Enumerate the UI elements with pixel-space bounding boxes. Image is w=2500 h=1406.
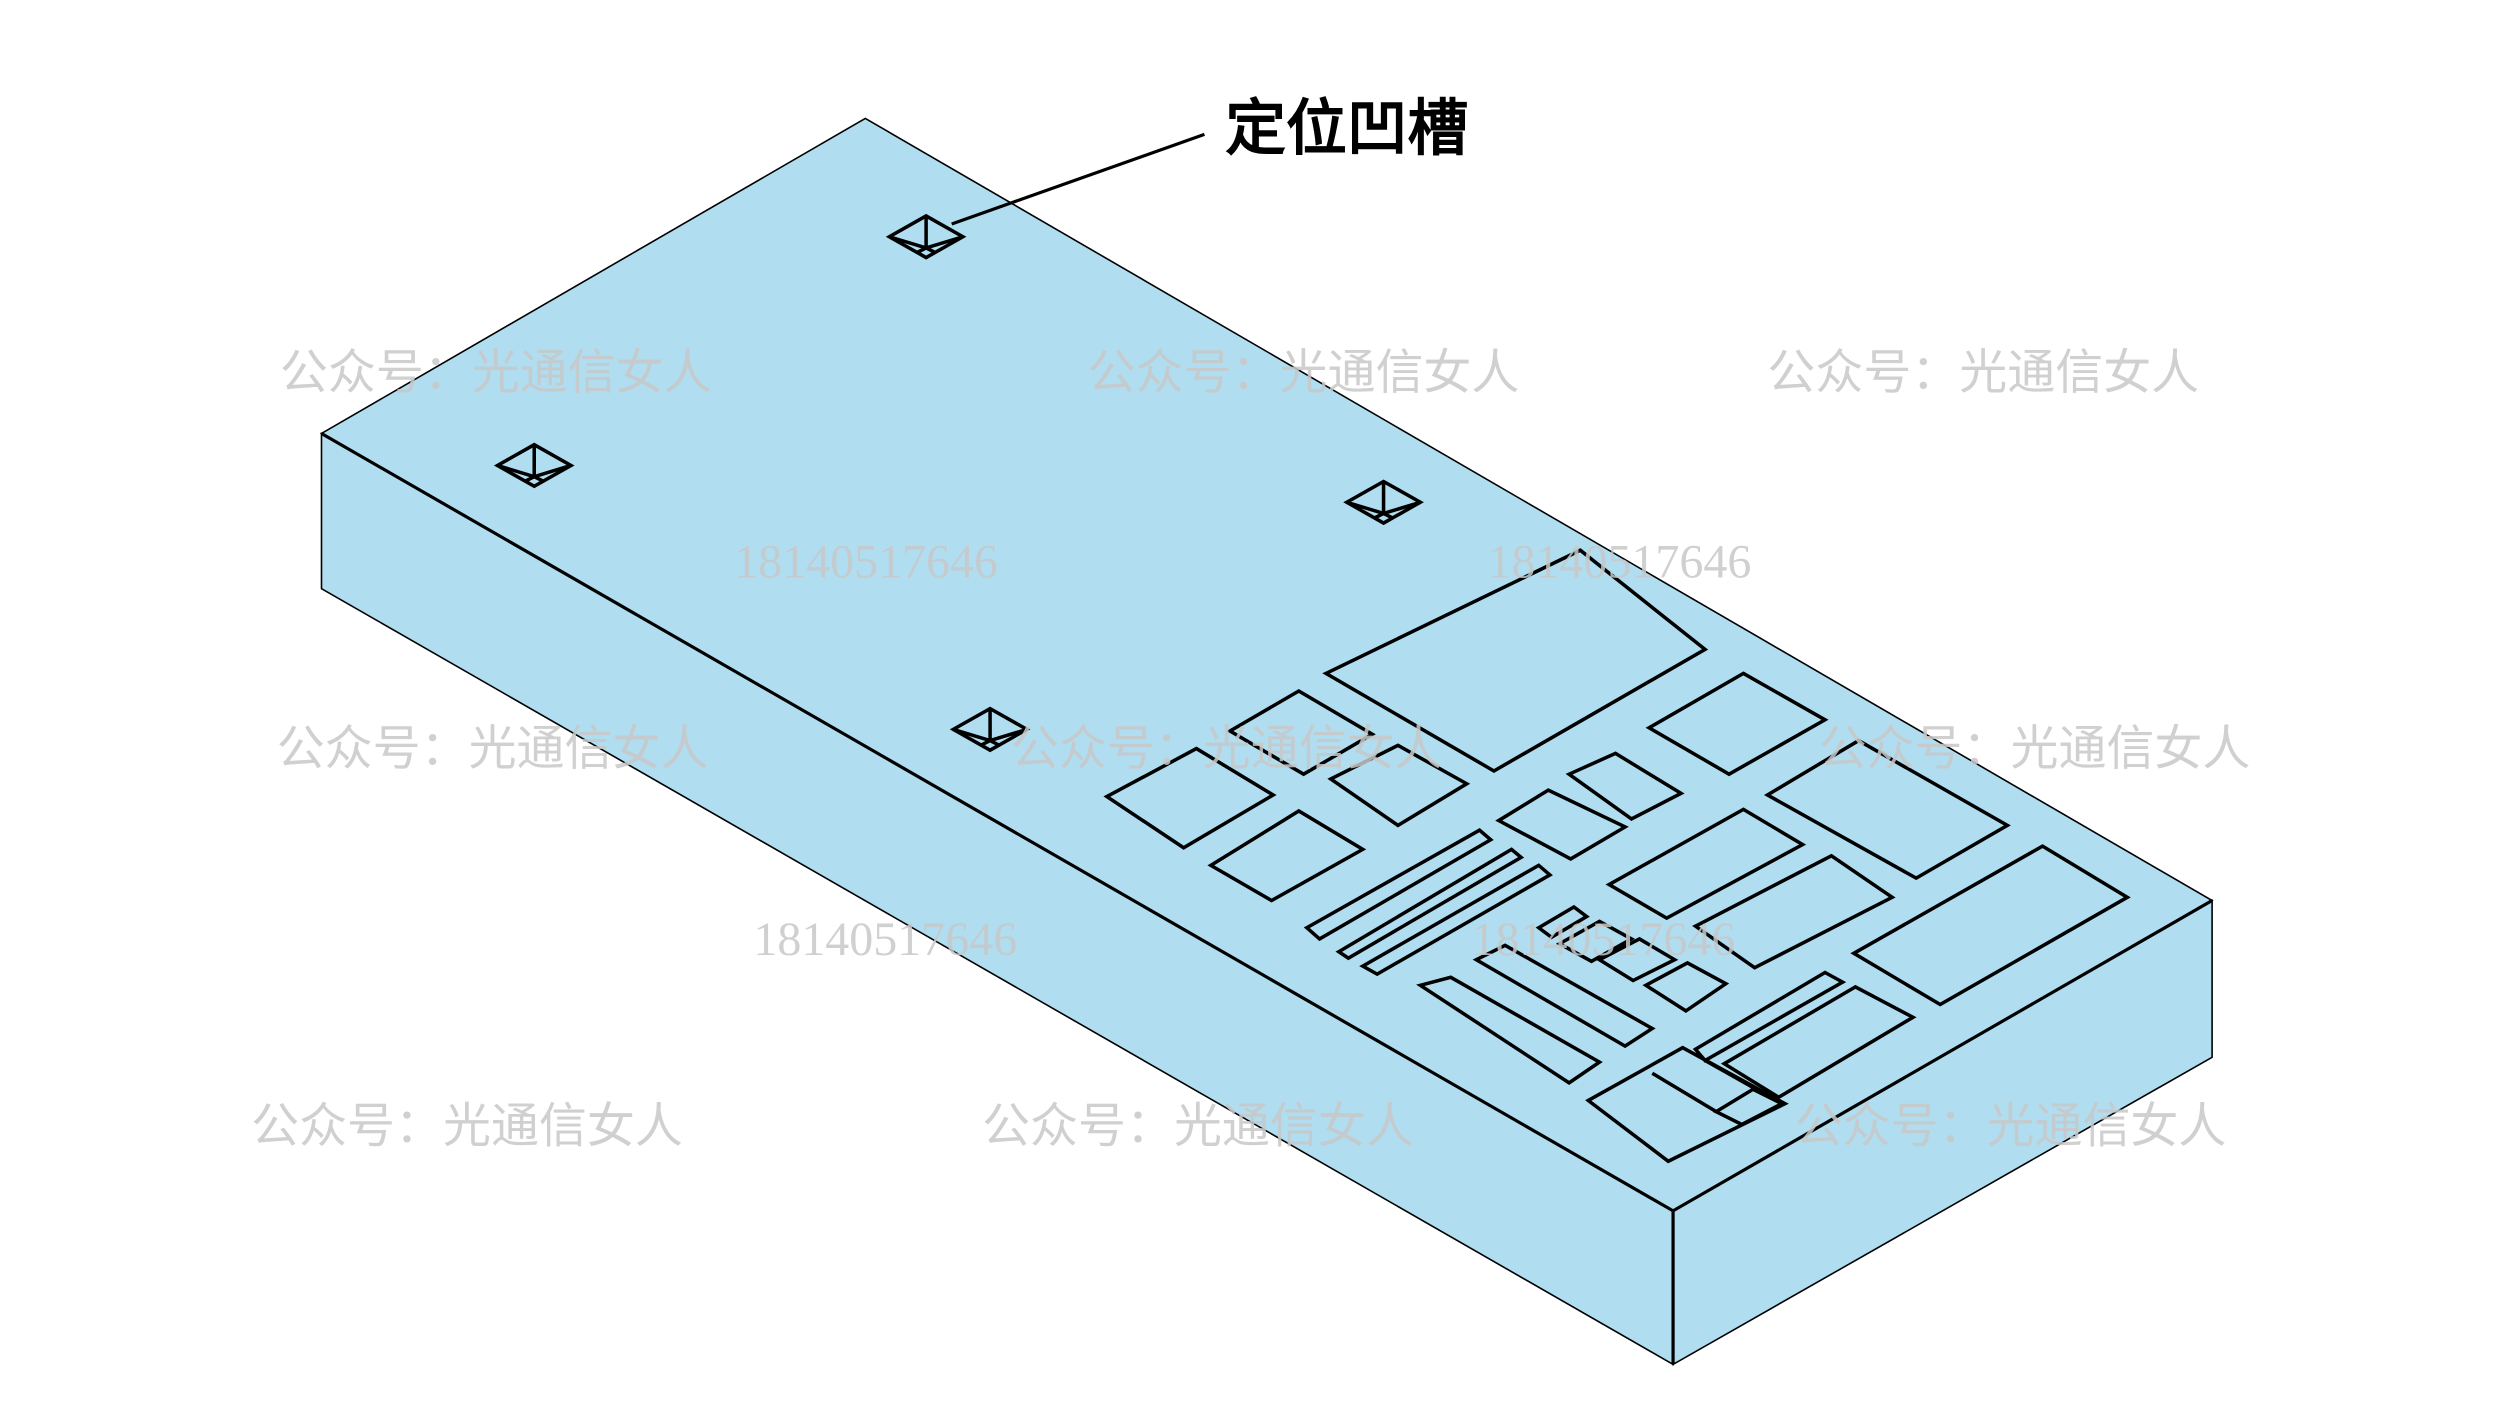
strip-recess [1303, 828, 1494, 942]
pit-icon [949, 706, 1031, 753]
small-recess [1535, 904, 1590, 940]
recess [1322, 548, 1709, 774]
watermark-text: 公众号：光通信女人 [1011, 721, 1443, 777]
long-recess [1416, 975, 1603, 1085]
recess [1605, 807, 1807, 921]
recess [1850, 844, 2131, 1007]
annotation: 定位凹槽 [951, 94, 1468, 226]
small-recess [1595, 936, 1679, 983]
recess [1327, 743, 1471, 828]
recess [1720, 984, 1917, 1100]
recess [1565, 751, 1685, 822]
recess [1495, 788, 1629, 861]
recess [1226, 688, 1376, 777]
watermark-number: 18140517646 [1488, 535, 1752, 588]
recess-divider [1704, 1058, 1783, 1106]
watermark-text: 公众号：光通信女人 [982, 1098, 1414, 1154]
watermark-number: 18140517646 [734, 535, 998, 588]
recess-divider [1651, 1071, 1718, 1114]
watermark-number: 18140517646 [753, 913, 1017, 966]
watermark-text: 公众号：光通信女人 [280, 345, 712, 401]
long-recess [1472, 943, 1656, 1049]
annotation-label: 定位凹槽 [1225, 94, 1468, 164]
recess [1207, 808, 1367, 903]
leader-line [951, 132, 1205, 226]
strip-recess [1335, 847, 1525, 961]
pit-icon [1343, 479, 1424, 526]
watermark-number: 18140517646 [1472, 913, 1736, 966]
recess [1692, 853, 1896, 970]
recess [1645, 671, 1829, 777]
pit-icon [885, 213, 967, 260]
substrate-block [319, 117, 2214, 1366]
watermark-text: 公众号：光通信女人 [1795, 1098, 2227, 1154]
small-recess [1642, 960, 1730, 1014]
watermark-text: 公众号：光通信女人 [1819, 721, 2251, 777]
watermark-text: 公众号：光通信女人 [277, 721, 709, 777]
watermark-text: 公众号：光通信女人 [251, 1098, 683, 1154]
positioning-pits [493, 213, 1424, 753]
small-recess [1555, 919, 1636, 964]
watermark-text: 公众号：光通信女人 [1767, 345, 2199, 401]
component-recesses [1103, 548, 2131, 1164]
watermarks: 公众号：光通信女人 公众号：光通信女人 公众号：光通信女人 公众号：光通信女人 … [251, 345, 2250, 1154]
pit-icon [493, 442, 575, 489]
recess [1103, 746, 1277, 850]
recess [1763, 738, 2011, 881]
strip-recess [1359, 863, 1553, 977]
watermark-text: 公众号：光通信女人 [1088, 345, 1520, 401]
